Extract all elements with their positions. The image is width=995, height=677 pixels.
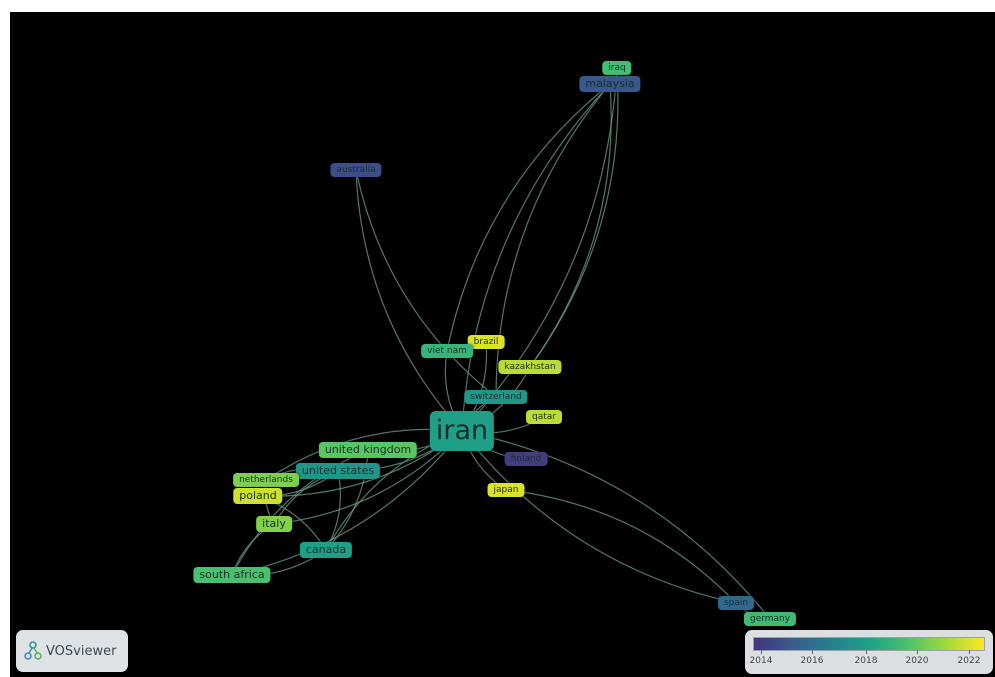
node-viet-nam[interactable]: viet nam [421, 344, 473, 358]
node-united-kingdom[interactable]: united kingdom [318, 442, 418, 458]
edge-australia-switzerland [355, 169, 497, 398]
edge-malaysia-viet-nam [446, 83, 611, 352]
node-malaysia[interactable]: malaysia [579, 76, 641, 92]
edge-united-kingdom-south-africa [231, 449, 369, 576]
edge-malaysia-switzerland [495, 83, 611, 398]
year-color-legend: 2014 2016 2018 2020 2022 [745, 630, 993, 674]
edge-iran-spain [461, 430, 737, 604]
node-finland[interactable]: finland [504, 452, 548, 466]
node-united-states[interactable]: united states [295, 463, 381, 479]
node-iran[interactable]: iran [429, 411, 495, 451]
legend-tick-label: 2020 [905, 656, 929, 666]
edge-iran-malaysia [461, 83, 611, 432]
legend-tick-mark [969, 650, 970, 654]
legend-tick-mark [917, 650, 918, 654]
node-italy[interactable]: italy [256, 516, 292, 532]
node-japan[interactable]: japan [487, 483, 525, 497]
legend-tick-label: 2018 [854, 656, 878, 666]
vosviewer-logo-text: VOSviewer [46, 643, 117, 659]
legend-tick-mark [761, 650, 762, 654]
legend-tick-mark [812, 650, 813, 654]
node-germany[interactable]: germany [743, 612, 797, 626]
node-spain[interactable]: spain [717, 596, 755, 610]
legend-tick-label: 2022 [957, 656, 981, 666]
edge-iran-south-africa [231, 430, 463, 576]
edge-united-kingdom-canada [325, 449, 369, 551]
node-canada[interactable]: canada [299, 542, 353, 558]
legend-color-gradient [753, 637, 985, 651]
node-brazil[interactable]: brazil [467, 335, 505, 349]
node-netherlands[interactable]: netherlands [233, 473, 299, 487]
legend-tick-label: 2016 [800, 656, 824, 666]
node-kazakhstan[interactable]: kazakhstan [498, 360, 562, 374]
edge-iran-australia [355, 169, 463, 432]
node-switzerland[interactable]: switzerland [464, 390, 528, 404]
edge-japan-spain [505, 489, 737, 604]
edge-malaysia-kazakhstan [529, 83, 612, 368]
node-qatar[interactable]: qatar [526, 410, 562, 424]
node-poland[interactable]: poland [233, 488, 283, 504]
node-iraq[interactable]: iraq [602, 61, 632, 75]
edge-iran-germany [461, 430, 771, 620]
vosviewer-logo-icon [24, 641, 42, 660]
node-south-africa[interactable]: south africa [193, 567, 271, 583]
vosviewer-logo[interactable]: VOSviewer [16, 630, 128, 672]
legend-tick-label: 2014 [749, 656, 773, 666]
node-australia[interactable]: australia [330, 163, 382, 177]
edge-iraq-kazakhstan [529, 67, 619, 368]
legend-tick-mark [866, 650, 867, 654]
